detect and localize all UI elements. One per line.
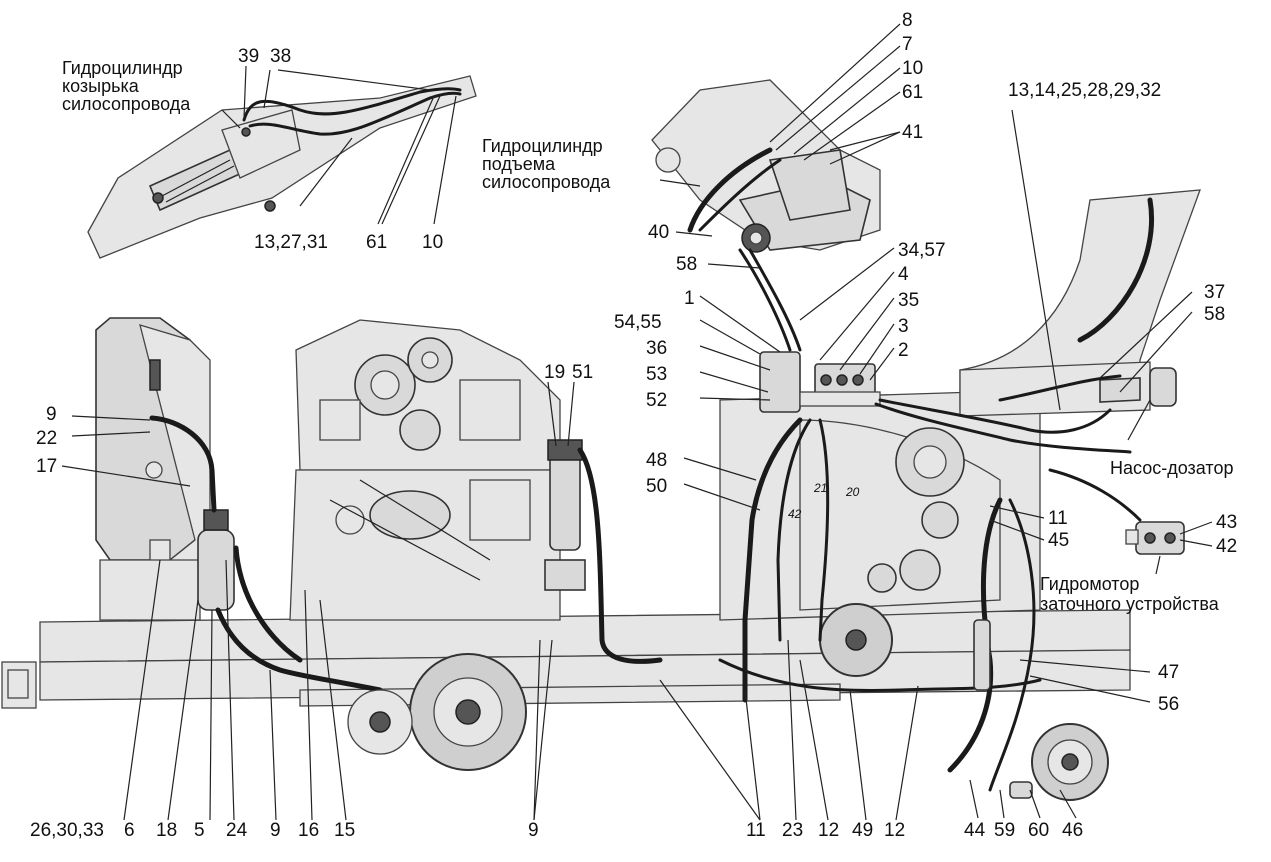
label-21: 21: [813, 481, 827, 495]
part-labels: 39 38 13,27,31 61 10 8 7 10 61 41 13,14,…: [30, 10, 1237, 841]
label-7: 7: [902, 34, 913, 55]
label-13-14-25-28-29-32: 13,14,25,28,29,32: [1008, 80, 1161, 101]
label-37: 37: [1204, 282, 1225, 303]
label-42-small: 42: [788, 507, 802, 521]
label-26-30-33: 26,30,33: [30, 820, 104, 841]
label-45: 45: [1048, 530, 1069, 551]
label-24: 24: [226, 820, 248, 841]
label-58: 58: [1204, 304, 1225, 325]
label-23: 23: [782, 820, 803, 841]
rear-wheel-hub: [973, 619, 1109, 801]
label-15: 15: [334, 820, 355, 841]
label-19: 19: [544, 362, 565, 383]
label-9: 9: [46, 404, 57, 425]
label-36: 36: [646, 338, 667, 359]
svg-text:силосопровода: силосопровода: [62, 94, 191, 114]
svg-text:Гидромотор: Гидромотор: [1040, 574, 1139, 594]
svg-text:козырька: козырька: [62, 76, 140, 96]
label-20: 20: [845, 485, 860, 499]
inset-visor-cylinder: [87, 65, 477, 259]
label-59: 59: [994, 820, 1015, 841]
filter: [149, 415, 383, 693]
label-41: 41: [902, 122, 923, 143]
sharpener-motor: [1125, 521, 1185, 555]
svg-text:Гидроцилиндр: Гидроцилиндр: [62, 58, 183, 78]
label-60: 60: [1028, 820, 1049, 841]
label-56: 56: [1158, 694, 1179, 715]
label-38: 38: [270, 46, 291, 67]
label-9: 9: [528, 820, 539, 841]
label-11: 11: [1048, 508, 1068, 529]
label-54-55: 54,55: [614, 312, 662, 333]
label-12: 12: [884, 820, 905, 841]
label-8: 8: [902, 10, 913, 31]
svg-text:заточного устройства: заточного устройства: [1040, 594, 1220, 614]
hydraulic-tank: [95, 317, 211, 621]
label-61: 61: [366, 232, 387, 253]
label-10: 10: [422, 232, 443, 253]
label-5: 5: [194, 820, 205, 841]
label-61: 61: [902, 82, 923, 103]
label-58: 58: [676, 254, 697, 275]
label-17: 17: [36, 456, 57, 477]
label-50: 50: [646, 476, 667, 497]
label-4: 4: [898, 264, 909, 285]
label-48: 48: [646, 450, 667, 471]
label-22: 22: [36, 428, 57, 449]
label-6: 6: [124, 820, 135, 841]
right-housing: [719, 389, 1041, 677]
label-51: 51: [572, 362, 593, 383]
label-43: 43: [1216, 512, 1237, 533]
label-39: 39: [238, 46, 259, 67]
label-10: 10: [902, 58, 923, 79]
caption-visor-cylinder: Гидроцилиндр козырька силосопровода: [62, 58, 191, 114]
inset-lift-cylinder: [651, 23, 901, 352]
label-18: 18: [156, 820, 177, 841]
svg-text:подъема: подъема: [482, 154, 556, 174]
label-9: 9: [270, 820, 281, 841]
label-3: 3: [898, 316, 909, 337]
label-47: 47: [1158, 662, 1179, 683]
label-11: 11: [746, 820, 766, 841]
svg-text:силосопровода: силосопровода: [482, 172, 611, 192]
label-13-27-31: 13,27,31: [254, 232, 328, 253]
label-16: 16: [298, 820, 319, 841]
label-40: 40: [648, 222, 669, 243]
valve-block-left: [544, 439, 663, 664]
svg-text:Гидроцилиндр: Гидроцилиндр: [482, 136, 603, 156]
leader-lines: [61, 109, 1213, 821]
caption-motor: Гидромотор заточного устройства: [1040, 574, 1220, 614]
chassis-frame: [1, 609, 1131, 709]
label-44: 44: [964, 820, 986, 841]
front-wheel-hub: [347, 653, 527, 771]
label-49: 49: [852, 820, 873, 841]
distributor-valves: [759, 351, 881, 413]
label-12: 12: [818, 820, 839, 841]
label-1: 1: [684, 288, 695, 309]
label-46: 46: [1062, 820, 1083, 841]
caption-pump: Насос-дозатор: [1110, 458, 1233, 478]
label-53: 53: [646, 364, 667, 385]
caption-lift-cylinder: Гидроцилиндр подъема силосопровода: [482, 136, 611, 192]
engine: [289, 319, 561, 621]
label-34-57: 34,57: [898, 240, 946, 261]
label-52: 52: [646, 390, 667, 411]
label-2: 2: [898, 340, 909, 361]
label-42: 42: [1216, 536, 1237, 557]
label-35: 35: [898, 290, 919, 311]
